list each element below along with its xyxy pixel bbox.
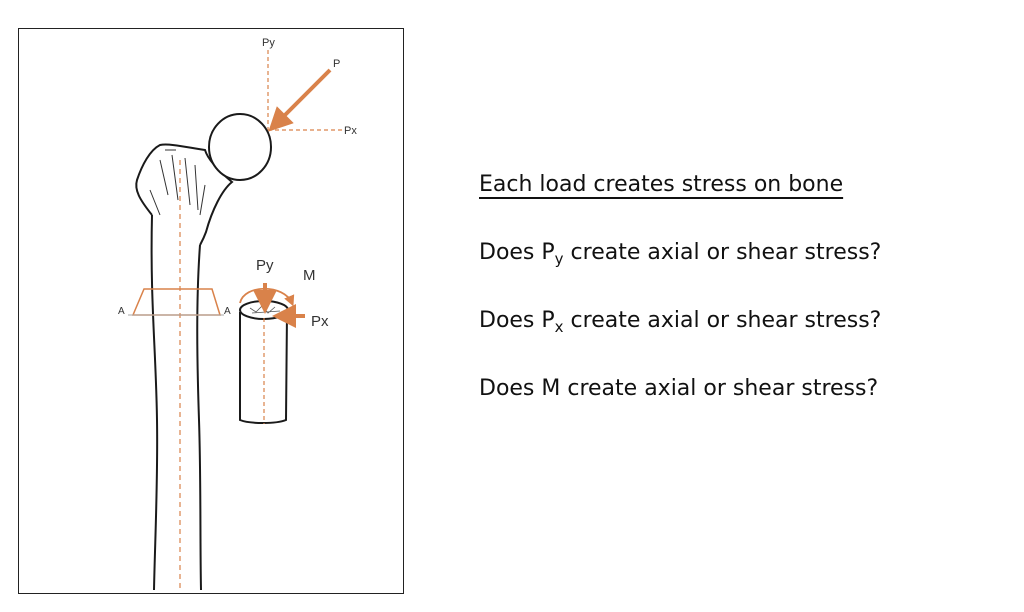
label-px-top: Px — [344, 125, 357, 137]
label-py-section: Py — [256, 257, 274, 274]
question-subscript: x — [554, 318, 564, 336]
label-px-section: Px — [311, 313, 329, 330]
label-m: M — [303, 267, 316, 284]
question-text-pre: Does P — [479, 240, 555, 265]
figure-frame — [18, 28, 404, 594]
label-py-top: Py — [262, 37, 275, 49]
question-text-post: create axial or shear stress? — [563, 308, 882, 333]
label-section-right: A — [224, 306, 231, 317]
question-px: Does Px create axial or shear stress? — [479, 308, 882, 336]
section-plane-aa — [131, 288, 222, 316]
question-text-post: create axial or shear stress? — [563, 240, 882, 265]
slide-heading: Each load creates stress on bone — [479, 172, 844, 197]
label-p: P — [333, 58, 340, 70]
question-subscript: y — [554, 250, 564, 268]
load-p-arrow — [268, 68, 332, 132]
femoral-head — [208, 113, 272, 181]
question-m: Does M create axial or shear stress? — [479, 376, 878, 401]
femur-texture — [149, 149, 206, 216]
cut-shaft-segment — [239, 311, 288, 424]
question-text-pre: Does P — [479, 308, 555, 333]
question-py: Does Py create axial or shear stress? — [479, 240, 882, 268]
question-text-pre: Does M create axial or shear stress? — [479, 376, 879, 401]
label-section-left: A — [118, 306, 125, 317]
femur-proximal-outline — [135, 143, 234, 246]
femur-shaft-outline — [150, 214, 202, 591]
